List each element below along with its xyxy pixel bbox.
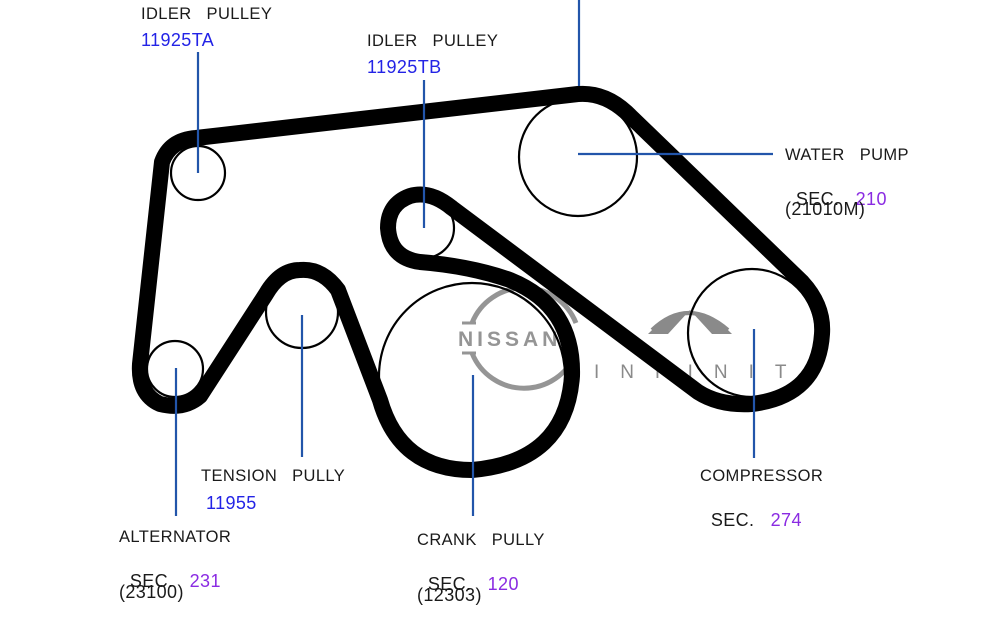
water-pump-sec-number: 210 [855,189,887,209]
alternator-sec-label: SEC. [129,571,174,591]
nissan-logo: NISSAN [458,285,579,391]
compressor-name: COMPRESSOR [700,467,824,485]
compressor-sec-number: 274 [770,510,802,530]
infiniti-logo-text: INFINITI [594,362,834,383]
idler-b-name: IDLER PULLEY [367,32,499,50]
tension-part-number: 11955 [206,493,257,513]
water-pump-code: (21010M) [785,199,866,219]
nissan-logo-text: NISSAN [458,328,561,351]
alternator-name: ALTERNATOR [119,528,232,546]
alternator-sec-number: 231 [189,571,221,591]
water-pump-sec: SEC. 210 [785,172,887,208]
water-pump-name: WATER PUMP [785,146,909,164]
crank-name: CRANK PULLY [417,531,545,549]
compressor-sec-label: SEC. [710,510,755,530]
idler-b-part-number: 11925TB [367,57,442,77]
alternator-sec: SEC. 231 [119,554,221,590]
crank-code: (12303) [417,585,482,605]
serpentine-belt [131,85,831,478]
water-pump-sec-label: SEC. [795,189,840,209]
infiniti-logo: INFINITI [594,310,834,383]
idler-a-name: IDLER PULLEY [141,5,273,23]
tension-name: TENSION PULLY [201,467,346,485]
crank-sec: SEC. 120 [417,557,519,593]
idler-a-part-number: 11925TA [141,30,215,50]
crank-sec-label: SEC. [427,574,472,594]
compressor-sec: SEC. 274 [700,493,802,529]
alternator-code: (23100) [119,582,184,602]
crank-sec-number: 120 [487,574,519,594]
